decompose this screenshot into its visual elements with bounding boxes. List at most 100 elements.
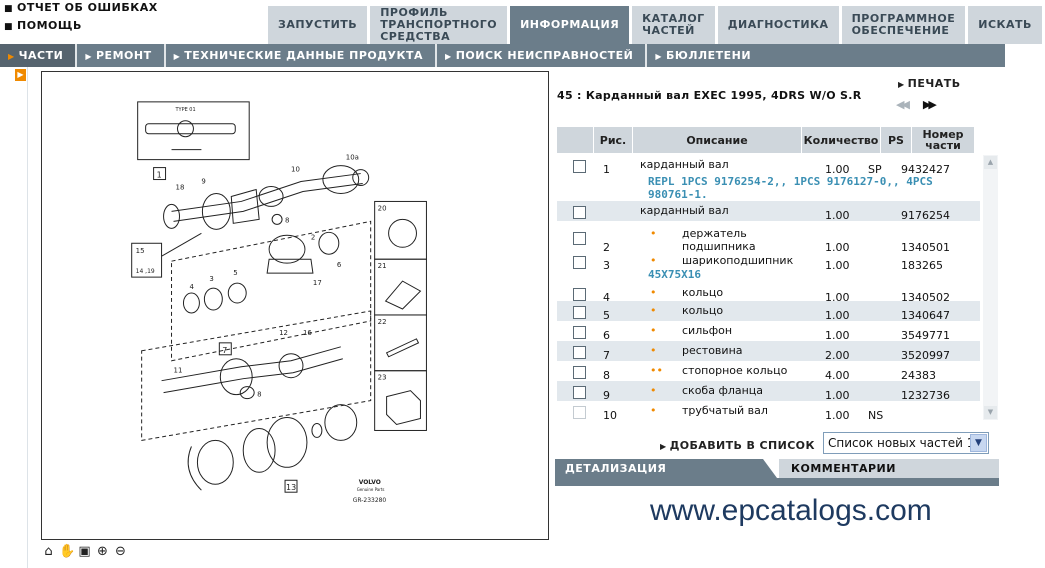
fit-page-icon[interactable]: ▣ bbox=[78, 544, 91, 559]
zoom-in-icon[interactable]: ⊕ bbox=[97, 544, 108, 559]
callout-8b: 8 bbox=[257, 391, 261, 399]
type-box-joint bbox=[177, 120, 194, 138]
subnav-repair[interactable]: ▶РЕМОНТ bbox=[77, 44, 163, 67]
scroll-up-icon[interactable]: ▲ bbox=[984, 156, 997, 169]
next-page-icon[interactable]: ▶▶ bbox=[922, 98, 937, 111]
cell-fig: 7 bbox=[603, 349, 610, 362]
tool-23-part bbox=[386, 390, 421, 426]
subnav-troubleshooting[interactable]: ▶ПОИСК НЕИСПРАВНОСТЕЙ bbox=[437, 44, 645, 67]
error-report-label: ОТЧЕТ ОБ ОШИБКАХ bbox=[17, 1, 158, 14]
subnav-tech-data[interactable]: ▶ТЕХНИЧЕСКИЕ ДАННЫЕ ПРОДУКТА bbox=[166, 44, 435, 67]
callout-2: 2 bbox=[311, 233, 315, 241]
help-link[interactable]: ■ПОМОЩЬ bbox=[4, 18, 264, 36]
cell-quantity: 1.00 bbox=[825, 259, 850, 272]
label-box-1 bbox=[153, 167, 167, 181]
cell-fig: 1 bbox=[603, 163, 610, 176]
row-checkbox[interactable] bbox=[573, 206, 586, 219]
flange bbox=[196, 439, 234, 485]
cell-indent-dot: •• bbox=[650, 364, 663, 377]
label-1: 1 bbox=[157, 171, 162, 180]
diagram-ref: GR-233280 bbox=[353, 497, 387, 504]
tab-parts-catalog[interactable]: КАТАЛОГ ЧАСТЕЙ bbox=[632, 6, 715, 44]
parts-list-select-value: Список новых частей 1 bbox=[828, 436, 975, 450]
tab-diagnostics[interactable]: ДИАГНОСТИКА bbox=[717, 6, 839, 44]
parts-list-select[interactable]: Список новых частей 1 ▼ bbox=[823, 432, 989, 454]
parts-table-header: Рис. Описание Количество PS Номер части bbox=[557, 127, 979, 153]
cell-fig: 2 bbox=[603, 241, 610, 254]
zoom-out-icon[interactable]: ⊖ bbox=[115, 544, 126, 559]
add-to-list-button[interactable]: ▶ДОБАВИТЬ В СПИСОК bbox=[660, 439, 815, 452]
row-checkbox[interactable] bbox=[573, 386, 586, 399]
chevron-down-icon[interactable]: ▼ bbox=[970, 434, 987, 452]
cell-part-number: 9432427 bbox=[901, 163, 950, 176]
tab-software[interactable]: ПРОГРАММНОЕ ОБЕСПЕЧЕНИЕ bbox=[841, 6, 966, 44]
row-checkbox[interactable] bbox=[573, 232, 586, 245]
lower-yoke bbox=[219, 358, 253, 396]
tab-information[interactable]: ИНФОРМАЦИЯ bbox=[510, 6, 630, 44]
sub-navigation: ▶ЧАСТИ ▶РЕМОНТ ▶ТЕХНИЧЕСКИЕ ДАННЫЕ ПРОДУ… bbox=[0, 44, 1005, 67]
tab-search[interactable]: ИСКАТЬ bbox=[968, 6, 1042, 44]
error-report-link[interactable]: ■ОТЧЕТ ОБ ОШИБКАХ bbox=[4, 0, 264, 18]
expand-panel-button[interactable]: ▶ bbox=[15, 69, 26, 81]
table-scrollbar[interactable]: ▲ ▼ bbox=[983, 155, 998, 420]
lower-shaft-bottom bbox=[163, 358, 343, 394]
tab-details[interactable]: ДЕТАЛИЗАЦИЯ bbox=[555, 459, 777, 478]
joint-housing bbox=[266, 417, 308, 468]
print-button[interactable]: ▶ПЕЧАТЬ bbox=[898, 77, 961, 90]
tab-vehicle-profile[interactable]: ПРОФИЛЬ ТРАНСПОРТНОГО СРЕДСТВА bbox=[370, 6, 508, 44]
subnav-parts[interactable]: ▶ЧАСТИ bbox=[0, 44, 76, 67]
row-checkbox[interactable] bbox=[573, 288, 586, 301]
cell-description: кольцо bbox=[682, 304, 724, 317]
left-rail: ▶ bbox=[0, 67, 28, 568]
row-checkbox[interactable] bbox=[573, 366, 586, 379]
cell-fig: 10 bbox=[603, 409, 617, 422]
print-label: ПЕЧАТЬ bbox=[907, 77, 961, 90]
home-icon[interactable]: ⌂ bbox=[44, 544, 53, 559]
row-checkbox[interactable] bbox=[573, 406, 586, 419]
cell-ps: NS bbox=[868, 409, 884, 422]
arrow-right-icon: ▶ bbox=[655, 52, 663, 61]
cell-part-number: 3549771 bbox=[901, 329, 950, 342]
row-checkbox[interactable] bbox=[573, 160, 586, 173]
row-checkbox[interactable] bbox=[573, 256, 586, 269]
cell-description: шарикоподшипник bbox=[682, 254, 794, 267]
label-13: 13 bbox=[286, 483, 296, 492]
callout-3: 3 bbox=[209, 275, 213, 283]
cell-indent-dot: • bbox=[650, 404, 657, 417]
tab-comments[interactable]: КОММЕНТАРИИ bbox=[779, 459, 999, 478]
cell-quantity: 1.00 bbox=[825, 309, 850, 322]
cell-quantity: 1.00 bbox=[825, 291, 850, 304]
diagram-brand-sub: Genuine Parts bbox=[357, 487, 385, 492]
cell-fig: 5 bbox=[603, 309, 610, 322]
callout-14-19: 14 ,19 bbox=[136, 268, 155, 275]
callout-5: 5 bbox=[233, 269, 237, 277]
bellows bbox=[318, 231, 340, 255]
subnav-bulletins-label: БЮЛЛЕТЕНИ bbox=[666, 49, 752, 62]
scroll-down-icon[interactable]: ▼ bbox=[984, 406, 997, 419]
cell-indent-dot: • bbox=[650, 384, 657, 397]
row-checkbox[interactable] bbox=[573, 306, 586, 319]
row-checkbox[interactable] bbox=[573, 346, 586, 359]
row-checkbox[interactable] bbox=[573, 326, 586, 339]
arrow-right-icon: ▶ bbox=[173, 52, 181, 61]
previous-page-icon[interactable]: ◀◀ bbox=[896, 98, 910, 111]
subnav-bulletins[interactable]: ▶БЮЛЛЕТЕНИ bbox=[647, 44, 763, 67]
hand-icon[interactable]: ✋ bbox=[59, 544, 76, 559]
exploded-diagram[interactable]: TYPE 01 1 18 9 10 10a 8 15 14 ,19 bbox=[41, 71, 549, 540]
arrow-right-icon: ▶ bbox=[660, 442, 667, 451]
tab-start[interactable]: ЗАПУСТИТЬ bbox=[268, 6, 368, 44]
ring-5 bbox=[227, 282, 247, 304]
cell-note: REPL 1PCS 9176254-2,, 1PCS 9176127-0,, 4… bbox=[648, 175, 933, 201]
cell-ps: SP bbox=[868, 163, 882, 176]
